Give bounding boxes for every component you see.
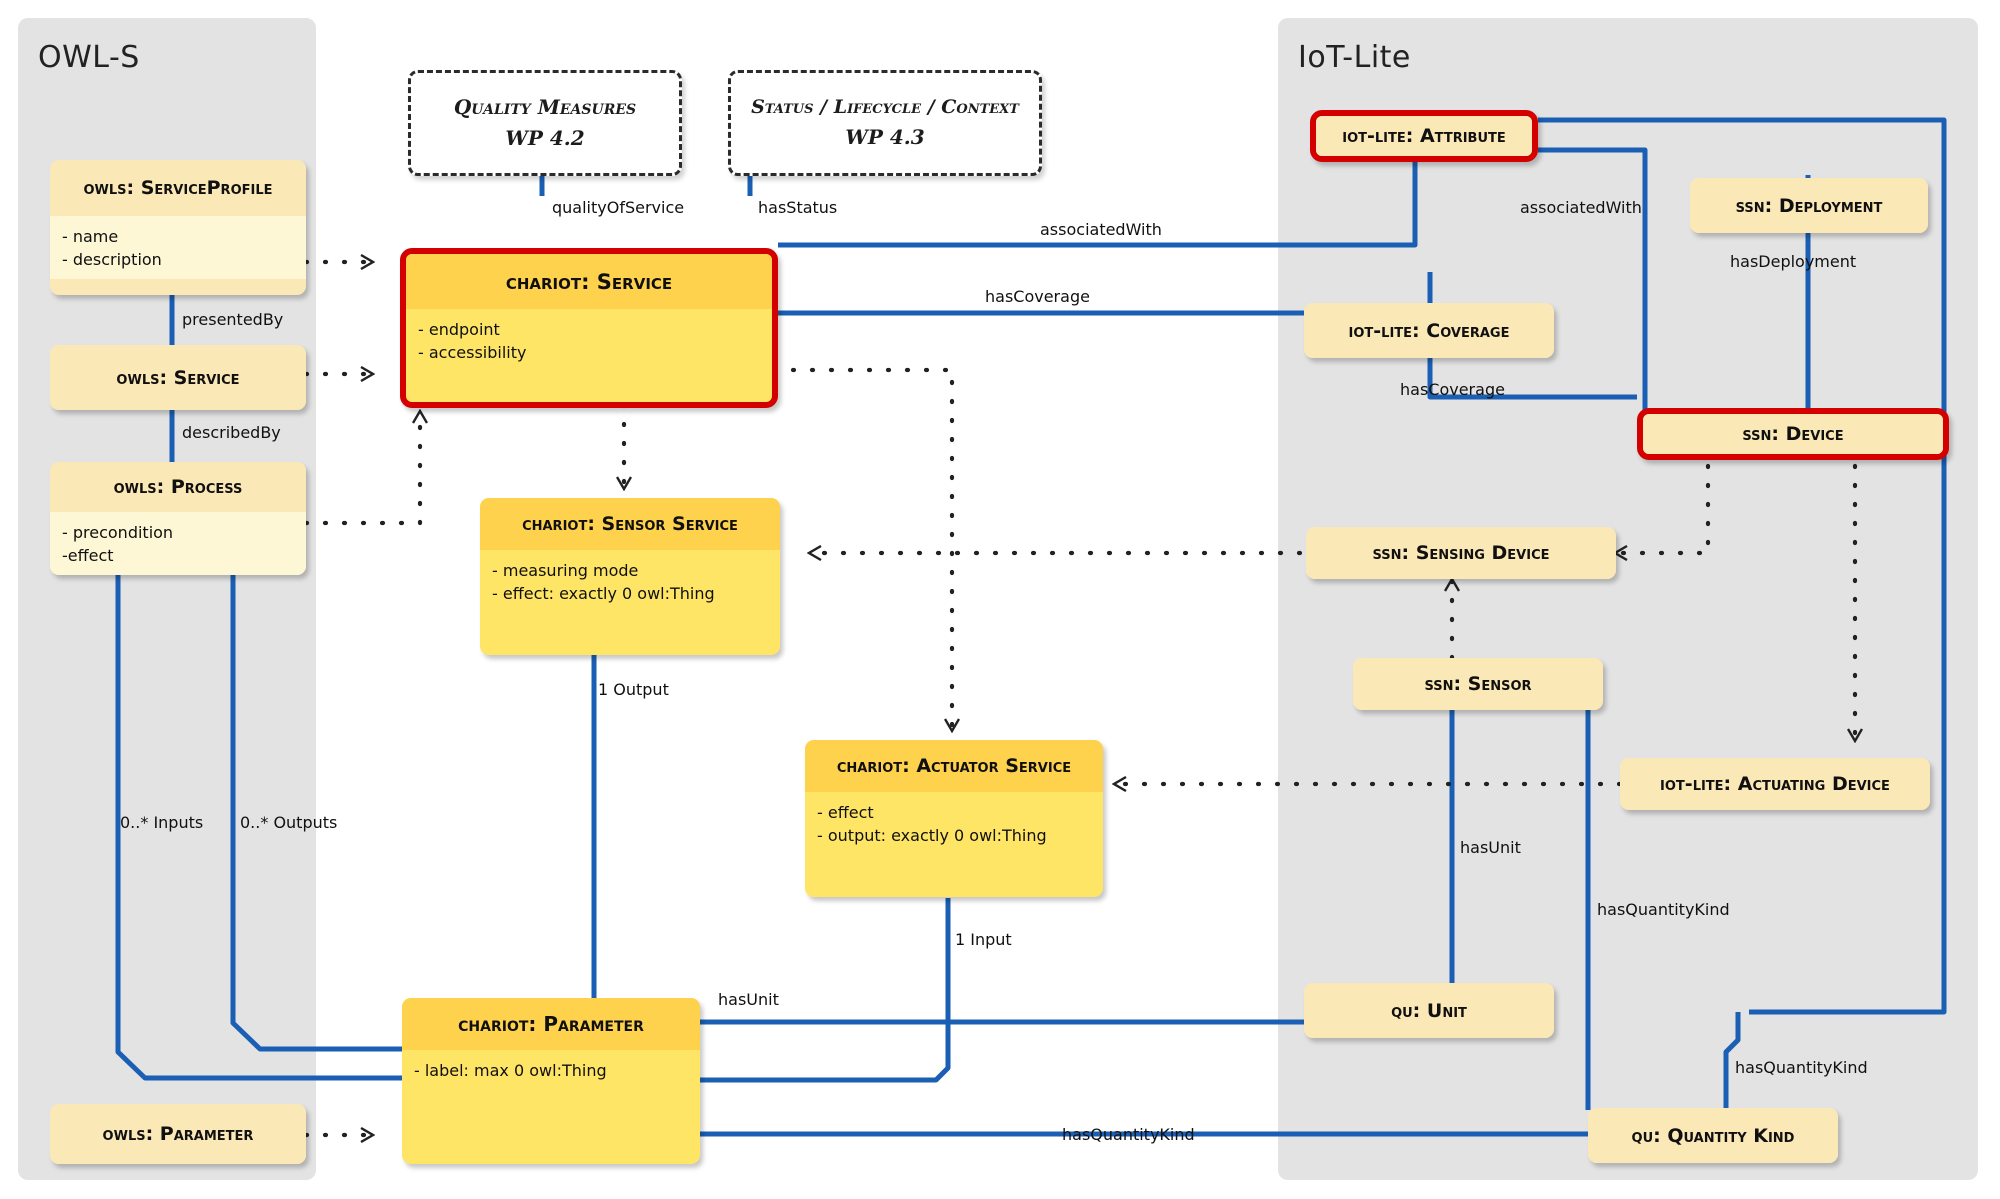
edge-label-hasquantitykind-actuating: hasQuantityKind [1735,1058,1868,1077]
edge-label-hasquantitykind-parameter: hasQuantityKind [1062,1125,1195,1144]
node-chariot-service-attrs: - endpoint - accessibility [406,309,772,373]
note-wp42: Quality Measures WP 4.2 [408,70,682,176]
node-chariot-sensor-service[interactable]: chariot: Sensor Service - measuring mode… [480,498,780,655]
node-qu-quantity-kind[interactable]: qu: Quantity Kind [1588,1108,1838,1163]
node-chariot-actuator-service[interactable]: chariot: Actuator Service - effect - out… [805,740,1103,897]
attr: - effect: exactly 0 owl:Thing [492,584,715,604]
edge-label-outputs: 0..* Outputs [240,813,338,832]
attr: - endpoint [418,320,500,339]
node-ssn-deployment[interactable]: ssn: Deployment [1690,178,1928,233]
edge-label-qualityofservice: qualityOfService [552,198,685,217]
node-chariot-actuator-service-attrs: - effect - output: exactly 0 owl:Thing [805,792,1103,856]
node-ssn-sensing-device[interactable]: ssn: Sensing Device [1306,527,1616,579]
panel-iotlite-title: IoT-Lite [1298,40,1411,75]
edge-label-hasquantitykind-sensor: hasQuantityKind [1597,900,1730,919]
node-ssn-device-title: ssn: Device [1643,414,1943,454]
node-iotlite-coverage[interactable]: iot-lite: Coverage [1304,303,1554,358]
attr: - measuring mode [492,561,639,580]
node-owls-parameter-title: owls: Parameter [50,1104,306,1164]
node-chariot-sensor-service-attrs: - measuring mode - effect: exactly 0 owl… [480,550,780,614]
node-qu-quantity-kind-title: qu: Quantity Kind [1588,1108,1838,1163]
edge-label-presentedby: presentedBy [182,310,284,329]
node-chariot-service[interactable]: chariot: Service - endpoint - accessibil… [400,248,778,408]
node-owls-parameter[interactable]: owls: Parameter [50,1104,306,1164]
edge-label-associatedwith-service: associatedWith [1040,220,1162,239]
attr: - precondition [62,523,174,542]
edge-label-describedby: describedBy [182,423,281,442]
node-ssn-device[interactable]: ssn: Device [1637,408,1949,460]
attr: - name [62,227,119,246]
node-iotlite-attribute[interactable]: iot-lite: Attribute [1310,110,1538,162]
node-ssn-deployment-title: ssn: Deployment [1690,178,1928,233]
node-owls-service[interactable]: owls: Service [50,345,306,410]
node-owls-serviceprofile-title: owls: ServiceProfile [50,160,306,216]
attr: - description [62,250,162,270]
attr: - output: exactly 0 owl:Thing [817,826,1047,846]
edge-label-one-output: 1 Output [598,680,669,699]
node-ssn-sensor[interactable]: ssn: Sensor [1353,658,1603,710]
edge-label-hascoverage-device: hasCoverage [1400,380,1505,399]
node-qu-unit[interactable]: qu: Unit [1304,983,1554,1038]
node-ssn-sensor-title: ssn: Sensor [1353,658,1603,710]
edge-label-hasunit-sensor: hasUnit [1460,838,1521,857]
attr: - label: max 0 owl:Thing [414,1061,607,1080]
note-wp43: Status / Lifecycle / Context WP 4.3 [728,70,1042,176]
attr: - accessibility [418,343,527,363]
node-iotlite-coverage-title: iot-lite: Coverage [1304,303,1554,358]
note-wp42-line1: Quality Measures [453,95,637,119]
edge-label-inputs: 0..* Inputs [120,813,204,832]
note-wp43-line1: Status / Lifecycle / Context [751,95,1019,118]
edge-label-hasstatus: hasStatus [758,198,838,217]
note-wp42-line2: WP 4.2 [505,126,585,150]
node-iotlite-attribute-title: iot-lite: Attribute [1316,116,1532,156]
note-wp43-line2: WP 4.3 [845,125,925,150]
node-qu-unit-title: qu: Unit [1304,983,1554,1038]
edge-label-hasunit-parameter: hasUnit [718,990,779,1009]
edge-label-associatedwith-device: associatedWith [1520,198,1642,217]
node-chariot-service-title: chariot: Service [406,254,772,309]
attr: -effect [62,546,114,566]
node-chariot-sensor-service-title: chariot: Sensor Service [480,498,780,550]
node-owls-process-attrs: - precondition -effect [50,512,306,575]
node-chariot-parameter-title: chariot: Parameter [402,998,700,1050]
attr: - effect [817,803,874,822]
node-owls-process-title: owls: Process [50,462,306,512]
node-owls-serviceprofile-attrs: - name - description [50,216,306,280]
node-owls-service-title: owls: Service [50,345,306,410]
node-iotlite-actuating-device[interactable]: iot-lite: Actuating Device [1620,758,1930,810]
node-chariot-actuator-service-title: chariot: Actuator Service [805,740,1103,792]
edge-label-hascoverage-service: hasCoverage [985,287,1090,306]
panel-owls-title: OWL-S [38,40,140,75]
edge-label-one-input: 1 Input [955,930,1012,949]
node-iotlite-actuating-device-title: iot-lite: Actuating Device [1620,758,1930,810]
node-chariot-parameter[interactable]: chariot: Parameter - label: max 0 owl:Th… [402,998,700,1164]
node-owls-process[interactable]: owls: Process - precondition -effect [50,462,306,575]
node-chariot-parameter-attrs: - label: max 0 owl:Thing [402,1050,700,1091]
node-owls-serviceprofile[interactable]: owls: ServiceProfile - name - descriptio… [50,160,306,295]
node-ssn-sensing-device-title: ssn: Sensing Device [1306,527,1616,579]
edge-label-hasdeployment: hasDeployment [1730,252,1857,271]
